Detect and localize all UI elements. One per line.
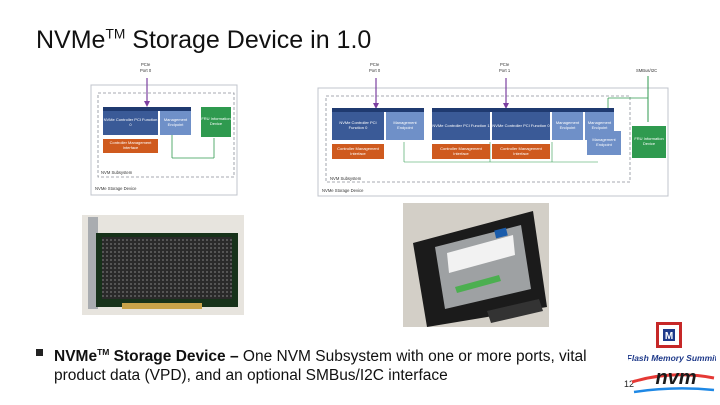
right-mgmt-0: Management Endpoint — [386, 112, 424, 140]
right-controller-0: NVMe Controller PCI Function 0 — [332, 112, 384, 140]
right-port0-label-2: Port 0 — [369, 68, 381, 73]
page-number: 12 — [624, 379, 635, 389]
left-cmi: Controller Management Interface — [103, 139, 158, 153]
right-port1-label-2: Port 1 — [499, 68, 511, 73]
right-group0-header — [332, 108, 424, 112]
bullet-square-icon — [36, 349, 43, 356]
left-subsystem-label: NVM Subsystem — [101, 170, 133, 175]
left-mgmt-endpoint: Management Endpoint — [160, 111, 191, 135]
flash-memory-summit-logo: M Flash Memory Summit nvm — [627, 322, 719, 398]
right-port0-label-1: PCIe — [370, 62, 380, 67]
single-port-diagram — [90, 78, 238, 196]
right-cmi-2: Controller Management Interface — [492, 144, 550, 159]
right-controller-2: NVMe Controller PCI Function 0 — [492, 112, 550, 140]
right-subsystem-label: NVM Subsystem — [330, 176, 362, 181]
pcie-card-photo — [82, 215, 244, 315]
right-fru: FRU Information Device — [632, 126, 666, 158]
right-mgmt-smbus: Management Endpoint — [587, 131, 621, 155]
left-fru: FRU Information Device — [201, 107, 231, 137]
right-port1-label-1: PCIe — [500, 62, 510, 67]
right-cmi-0: Controller Management Interface — [332, 144, 384, 159]
right-mgmt-1: Management Endpoint — [552, 112, 583, 140]
logo-text-nvm: nvm — [655, 367, 696, 389]
slide-title: NVMeTM Storage Device in 1.0 — [36, 26, 372, 54]
left-port-label-2: Port 0 — [140, 68, 152, 73]
bullet-point: NVMeTM Storage Device – One NVM Subsyste… — [36, 343, 606, 385]
right-cmi-1: Controller Management Interface — [432, 144, 490, 159]
right-group1-header — [432, 108, 614, 112]
right-smbus-label: SMBus/I2C — [636, 68, 658, 73]
right-controller-1: NVMe Controller PCI Function 1 — [432, 112, 490, 140]
left-port-label-1: PCIe — [141, 62, 151, 67]
ssd-caddy-photo — [403, 203, 549, 327]
logo-text-summit: Flash Memory Summit — [628, 353, 716, 363]
left-controller-box — [103, 107, 191, 111]
right-device-label: NVMe Storage Device — [322, 188, 364, 193]
left-controller: NVMe Controller PCI Function 0 — [103, 111, 158, 135]
svg-text:M: M — [665, 331, 673, 342]
left-device-label: NVMe Storage Device — [95, 186, 137, 191]
